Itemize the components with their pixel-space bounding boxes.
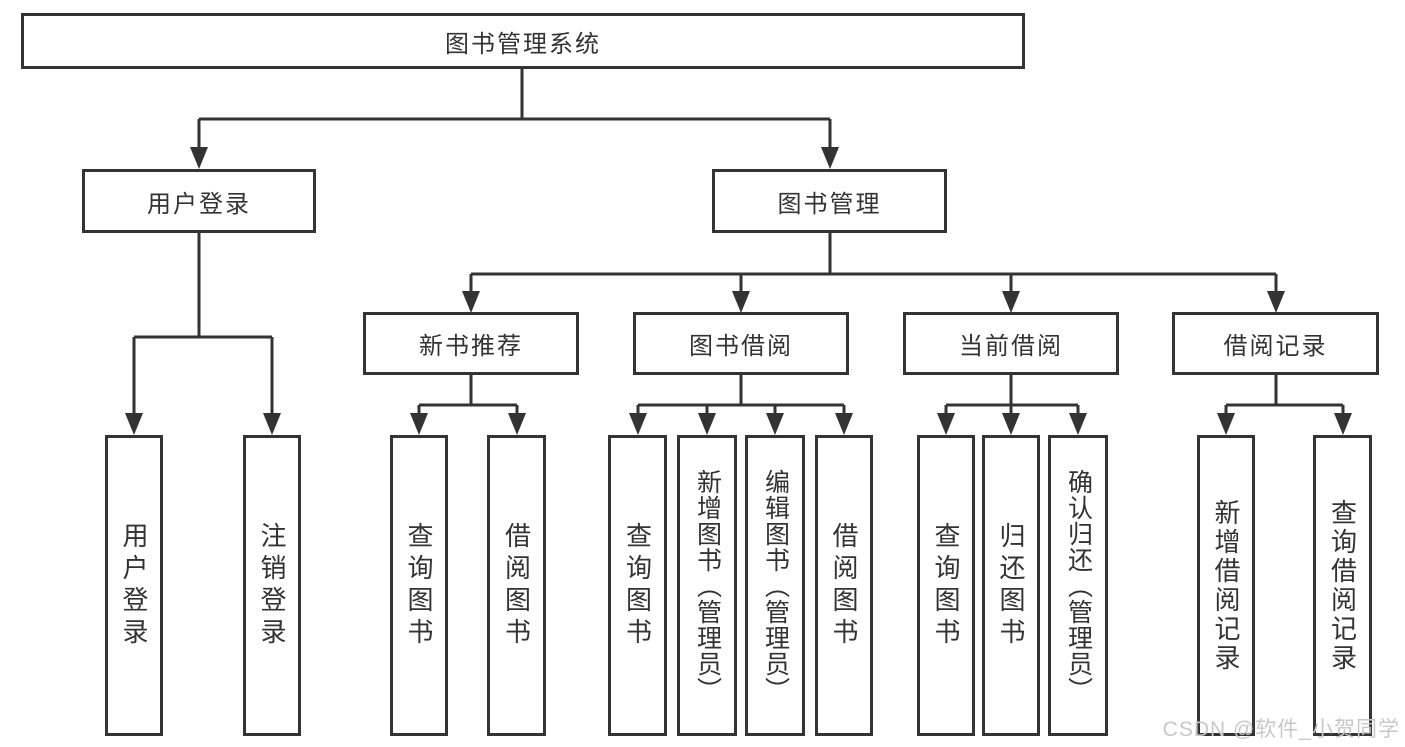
leaf-query-books-recommend-label: 查询图书 <box>404 521 434 650</box>
leaf-add-book-admin: 新增图书（管理员） <box>677 435 737 736</box>
leaf-confirm-return-admin: 确认归还（管理员） <box>1048 435 1108 736</box>
node-book-borrowing-label: 图书借阅 <box>689 333 793 360</box>
leaf-borrow-books-recommend-label: 借阅图书 <box>501 521 532 650</box>
leaf-query-books-recommend: 查询图书 <box>390 435 448 736</box>
node-library-system: 图书管理系统 <box>21 13 1025 69</box>
leaf-return-books: 归还图书 <box>982 435 1040 736</box>
leaf-query-borrow-record: 查询借阅记录 <box>1313 435 1372 736</box>
node-new-book-recommend-label: 新书推荐 <box>419 333 523 360</box>
leaf-edit-book-admin: 编辑图书（管理员） <box>745 435 805 736</box>
leaf-query-books-borrow-label: 查询图书 <box>622 521 653 650</box>
leaf-borrow-books: 借阅图书 <box>815 435 873 736</box>
leaf-borrow-books-label: 借阅图书 <box>829 521 859 650</box>
leaf-query-borrow-record-label: 查询借阅记录 <box>1327 498 1358 673</box>
node-book-borrowing: 图书借阅 <box>633 312 849 375</box>
node-user-login: 用户登录 <box>82 169 316 233</box>
node-current-borrowing-label: 当前借阅 <box>959 333 1063 360</box>
node-book-management: 图书管理 <box>712 169 947 233</box>
node-user-login-label: 用户登录 <box>147 190 251 218</box>
leaf-add-borrow-record: 新增借阅记录 <box>1197 435 1255 736</box>
leaf-logout-label: 注销登录 <box>257 521 287 650</box>
connector-book-management-branch <box>462 231 1285 313</box>
node-borrowing-records-label: 借阅记录 <box>1223 333 1328 360</box>
leaf-logout: 注销登录 <box>243 435 301 736</box>
connector-current-borrow-branch <box>937 373 1087 435</box>
leaf-return-books-label: 归还图书 <box>996 521 1026 650</box>
node-library-system-label: 图书管理系统 <box>445 30 601 58</box>
leaf-borrow-books-recommend: 借阅图书 <box>487 435 546 736</box>
connector-new-book-branch <box>410 373 526 435</box>
leaf-query-books-current: 查询图书 <box>917 435 975 736</box>
connector-book-borrow-branch <box>629 373 853 435</box>
node-new-book-recommend: 新书推荐 <box>363 312 579 375</box>
leaf-query-books-borrow: 查询图书 <box>608 435 667 736</box>
leaf-confirm-return-admin-label: 确认归还（管理员） <box>1064 468 1093 703</box>
leaf-user-login: 用户登录 <box>105 435 163 736</box>
node-borrowing-records: 借阅记录 <box>1172 312 1379 375</box>
node-current-borrowing: 当前借阅 <box>903 312 1119 375</box>
leaf-query-books-current-label: 查询图书 <box>931 521 961 650</box>
connector-user-login-branch <box>125 231 281 435</box>
leaf-add-borrow-record-label: 新增借阅记录 <box>1211 498 1241 673</box>
node-book-management-label: 图书管理 <box>777 190 882 218</box>
leaf-user-login-label: 用户登录 <box>119 521 149 650</box>
leaf-edit-book-admin-label: 编辑图书（管理员） <box>761 468 790 703</box>
connector-borrow-records-branch <box>1217 373 1352 435</box>
leaf-add-book-admin-label: 新增图书（管理员） <box>693 468 722 703</box>
connector-root-to-level2 <box>190 67 839 169</box>
